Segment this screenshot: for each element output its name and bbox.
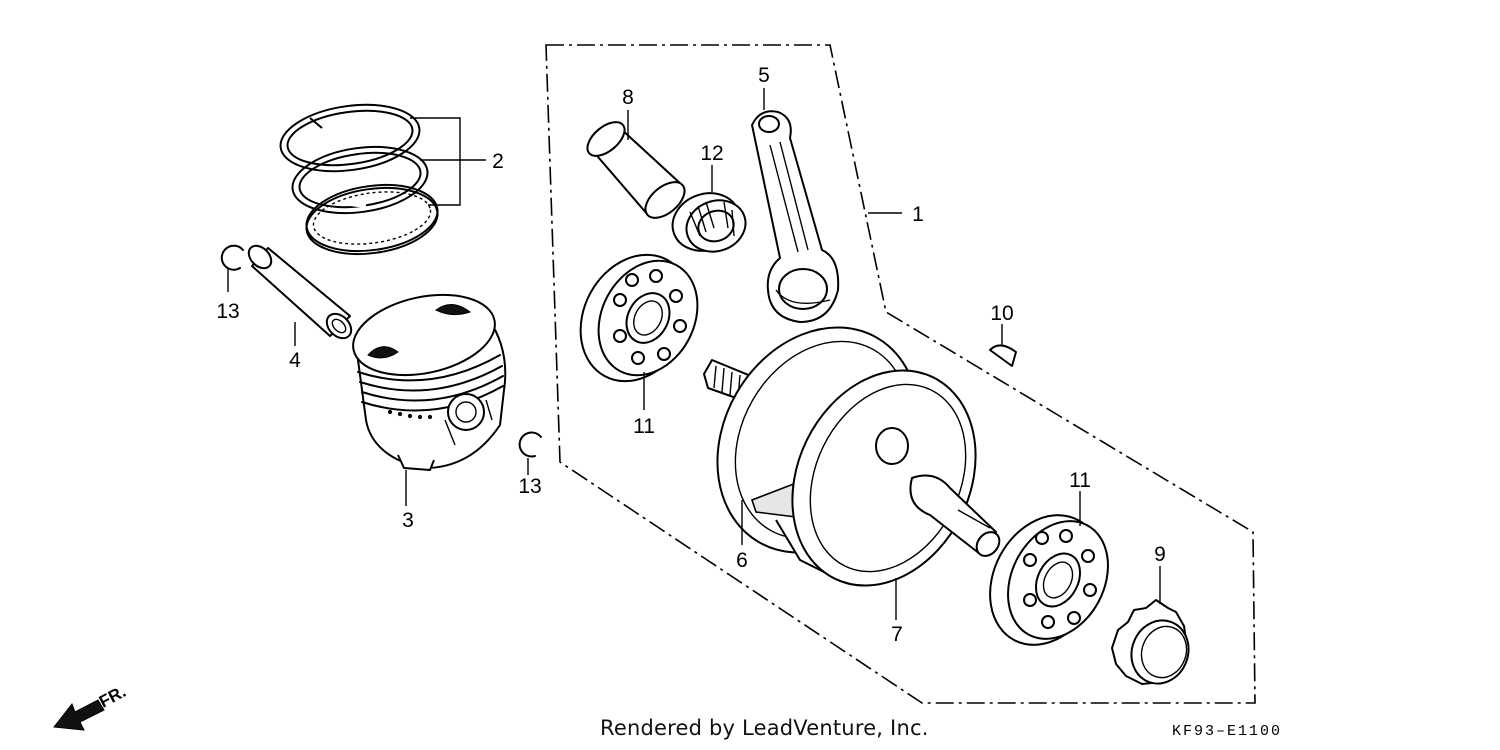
ball-bearing-left: [579, 253, 699, 383]
oil-ring: [305, 184, 439, 255]
callout-1: 1: [912, 203, 924, 226]
callout-3: 3: [402, 509, 414, 532]
crankshaft-right: [791, 369, 1001, 587]
ball-bearing-right: [989, 514, 1109, 646]
piston-pin: [247, 244, 353, 340]
callout-5: 5: [758, 64, 770, 87]
bearing-balls-right: [1023, 529, 1097, 629]
ring-leader-bracket: [410, 117, 486, 206]
callout-2: 2: [492, 150, 504, 173]
crank-pin: [586, 121, 686, 219]
top-ring: [279, 103, 421, 173]
piston-pin-clip-right: [518, 431, 542, 458]
callout-8: 8: [622, 86, 634, 109]
callout-7: 7: [891, 623, 903, 646]
piston: [352, 293, 507, 471]
needle-bearing: [671, 192, 747, 253]
timing-sprocket: [1111, 599, 1190, 685]
assembly-boundary: [545, 44, 1256, 704]
piston-pin-clip-left: [220, 244, 244, 271]
callout-6: 6: [736, 549, 748, 572]
callout-4: 4: [289, 349, 301, 372]
piston-oil-holes: [387, 409, 433, 420]
second-ring: [291, 145, 429, 215]
bearing-balls-left: [613, 269, 687, 365]
piston-rings: [279, 103, 439, 255]
callout-13-left: 13: [216, 300, 239, 323]
connecting-rod: [751, 110, 840, 323]
callout-10: 10: [990, 302, 1013, 325]
diagram-code: KF93–E1100: [1172, 723, 1283, 740]
woodruff-key: [989, 344, 1017, 367]
callout-12: 12: [700, 142, 723, 165]
callout-9: 9: [1154, 543, 1166, 566]
leader-lines: [227, 88, 1161, 620]
callout-11-left: 11: [633, 415, 655, 438]
render-credit: Rendered by LeadVenture, Inc.: [600, 716, 929, 740]
callout-13-right: 13: [518, 475, 541, 498]
front-direction-arrow: FR.: [53, 682, 129, 731]
callout-11-right: 11: [1069, 469, 1091, 492]
